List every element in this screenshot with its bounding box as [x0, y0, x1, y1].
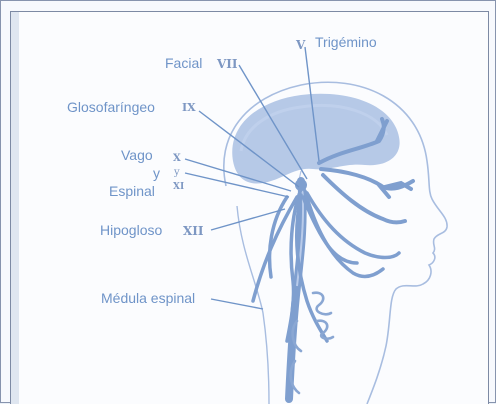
numeral-xi: XI [173, 183, 184, 192]
label-vago: Vago [121, 148, 153, 162]
label-glosofaringeo: Glosofaríngeo [67, 100, 155, 114]
label-trigemino: Trigémino [315, 35, 377, 49]
label-facial: Facial [165, 56, 202, 70]
numeral-xii: XII [183, 225, 204, 237]
numeral-y: y [174, 168, 180, 178]
label-y: y [153, 166, 160, 180]
label-medula-espinal: Médula espinal [101, 291, 195, 305]
label-espinal: Espinal [109, 184, 155, 198]
numeral-ix: IX [182, 102, 196, 113]
numeral-v: V [296, 39, 305, 51]
numeral-vii: VII [217, 58, 238, 70]
numeral-x: X [173, 154, 181, 164]
label-hipogloso: Hipogloso [100, 223, 162, 237]
